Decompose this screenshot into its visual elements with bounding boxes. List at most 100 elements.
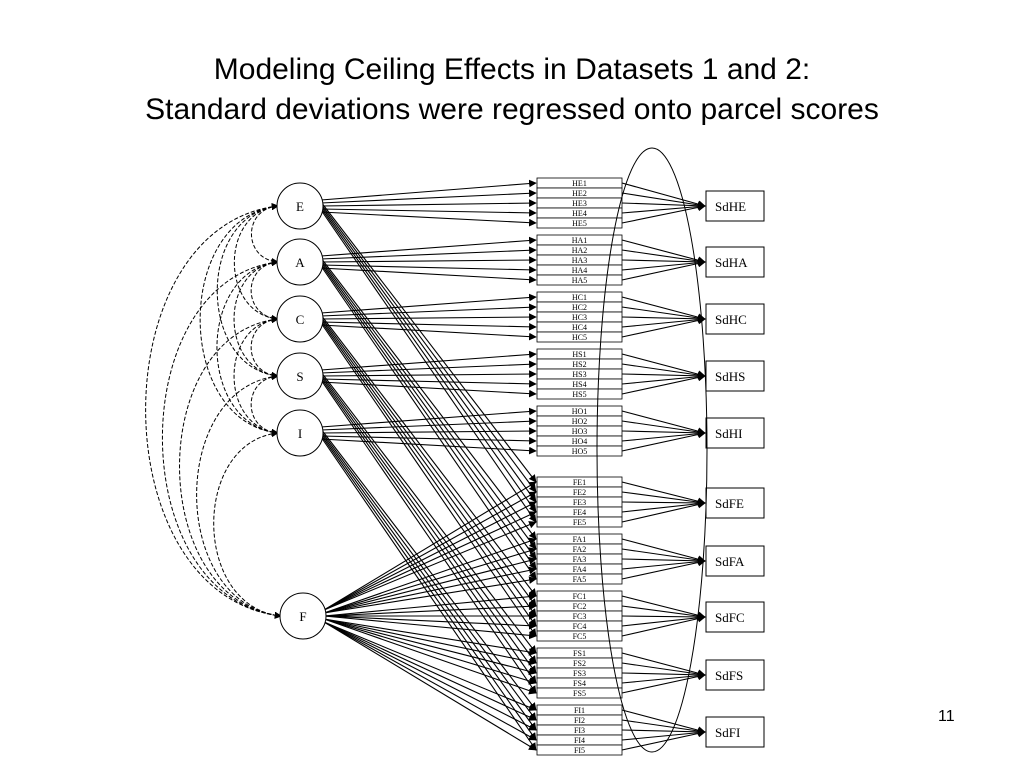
regression-HA4-SdHA [621,258,706,271]
sd-SdFS-box [705,659,765,691]
indicator-FE4-label: FE4 [573,508,586,517]
indicator-HE4-label: HE4 [572,209,587,218]
loading-S-HS4 [320,378,537,388]
loading-F-FE3 [323,501,537,611]
indicator-FC3-label: FC3 [573,612,587,621]
indicator-HE5-label: HE5 [572,219,587,228]
indicator-HC5-box [536,331,623,343]
sd-SdFC-box [705,601,765,633]
loading-S-FS1 [320,371,537,654]
latent-I-label: I [298,426,302,441]
loading-A-FA5 [320,265,537,580]
loading-C-FC1 [320,314,537,597]
indicator-FC5-box [536,630,623,642]
loading-S-FS5 [320,379,537,694]
indicator-FS4-label: FS4 [573,679,586,688]
loading-F-FI3 [323,621,537,731]
loading-F-FS1 [323,618,537,656]
loading-E-FE3 [320,205,537,503]
loading-C-FC4 [320,320,537,627]
loading-F-FA3 [323,556,537,614]
sd-SdFI-label: SdFI [715,725,740,740]
slide-title: Modeling Ceiling Effects in Datasets 1 a… [0,50,1024,130]
indicator-HA2-label: HA2 [572,246,588,255]
sd-SdHS-box [705,360,765,392]
sd-SdHA-label: SdHA [715,255,748,270]
regression-FA5-SdFA [621,558,706,580]
loading-S-HS3 [320,370,537,378]
loading-I-FI1 [320,428,537,711]
sd-SdFE-label: SdFE [715,496,744,511]
regression-FC5-SdFC [621,614,706,637]
indicator-HS3-label: HS3 [572,370,586,379]
regression-FE2-SdFE [621,491,706,506]
loading-S-FS3 [320,375,537,674]
indicator-FI5-label: FI5 [574,746,585,755]
loading-A-HA1 [320,236,537,257]
regression-FC1-SdFC [621,595,706,620]
regression-HE5-SdHE [621,203,706,224]
regression-FS1-SdFS [621,652,706,677]
indicator-FE5-box [536,516,623,528]
latent-E-label: E [296,199,304,214]
indicator-FE5-label: FE5 [573,518,586,527]
regression-HA3-SdHA [621,257,706,266]
sd-SdFA-label: SdFA [715,554,745,569]
loading-E-HE4 [320,208,537,217]
loading-C-HC5 [320,324,537,341]
loading-F-FS2 [323,618,537,666]
sd-SdHC-box [705,303,765,335]
loading-F-FI5 [323,621,537,751]
regression-HO2-SdHI [621,420,706,436]
indicator-FE3-label: FE3 [573,498,586,507]
indicator-FI3-label: FI3 [574,726,585,735]
regression-FA4-SdFA [621,557,706,570]
sd-SdFC-label: SdFC [715,610,745,625]
sd-SdHE-box [705,190,765,222]
covariance-C-F [179,316,282,619]
indicator-HS2-label: HS2 [572,360,586,369]
loading-F-FI4 [323,621,537,741]
loading-I-FI3 [320,432,537,731]
sd-SdFE-box [705,487,765,519]
loading-A-FA3 [320,261,537,560]
covariance-C-I [233,316,279,436]
covariance-A-F [161,259,282,619]
loading-E-HE3 [320,199,537,207]
regression-HC5-SdHC [621,316,706,338]
loading-S-HS1 [320,350,537,371]
sd-SdFS-label: SdFS [715,668,743,683]
loading-A-FA2 [320,259,537,550]
indicator-HO2-label: HO2 [572,417,588,426]
indicator-HE1-label: HE1 [572,179,587,188]
loading-F-FA2 [323,547,537,614]
sd-SdHI-label: SdHI [715,426,742,441]
loading-A-FA4 [320,263,537,570]
regression-FA1-SdFA [621,538,706,563]
latent-C-label: C [296,312,305,327]
regression-FC2-SdFC [621,605,706,620]
covariance-S-F [196,373,282,619]
indicator-FI2-label: FI2 [574,716,585,725]
indicator-FI4-label: FI4 [574,736,585,745]
indicator-FS2-label: FS2 [573,659,586,668]
loading-E-HE5 [320,211,537,227]
loading-E-FE2 [320,203,537,493]
covariance-E-I [199,203,279,436]
indicator-HA5-label: HA5 [572,276,588,285]
covariance-E-S [216,203,279,379]
sd-SdFI-box [705,716,765,748]
latent-A-label: A [295,255,305,270]
regression-HA5-SdHA [621,259,706,281]
regression-FI2-SdFI [621,719,706,735]
title-line-1: Modeling Ceiling Effects in Datasets 1 a… [213,53,811,86]
loading-I-HO5 [320,438,537,455]
latent-S-node [276,352,324,400]
regression-FI5-SdFI [621,729,706,751]
regression-FA3-SdFA [621,556,706,565]
latent-C-node [276,295,324,343]
indicator-HC4-label: HC4 [572,323,587,332]
loading-E-FE1 [320,201,537,483]
indicator-FC2-label: FC2 [573,602,587,611]
